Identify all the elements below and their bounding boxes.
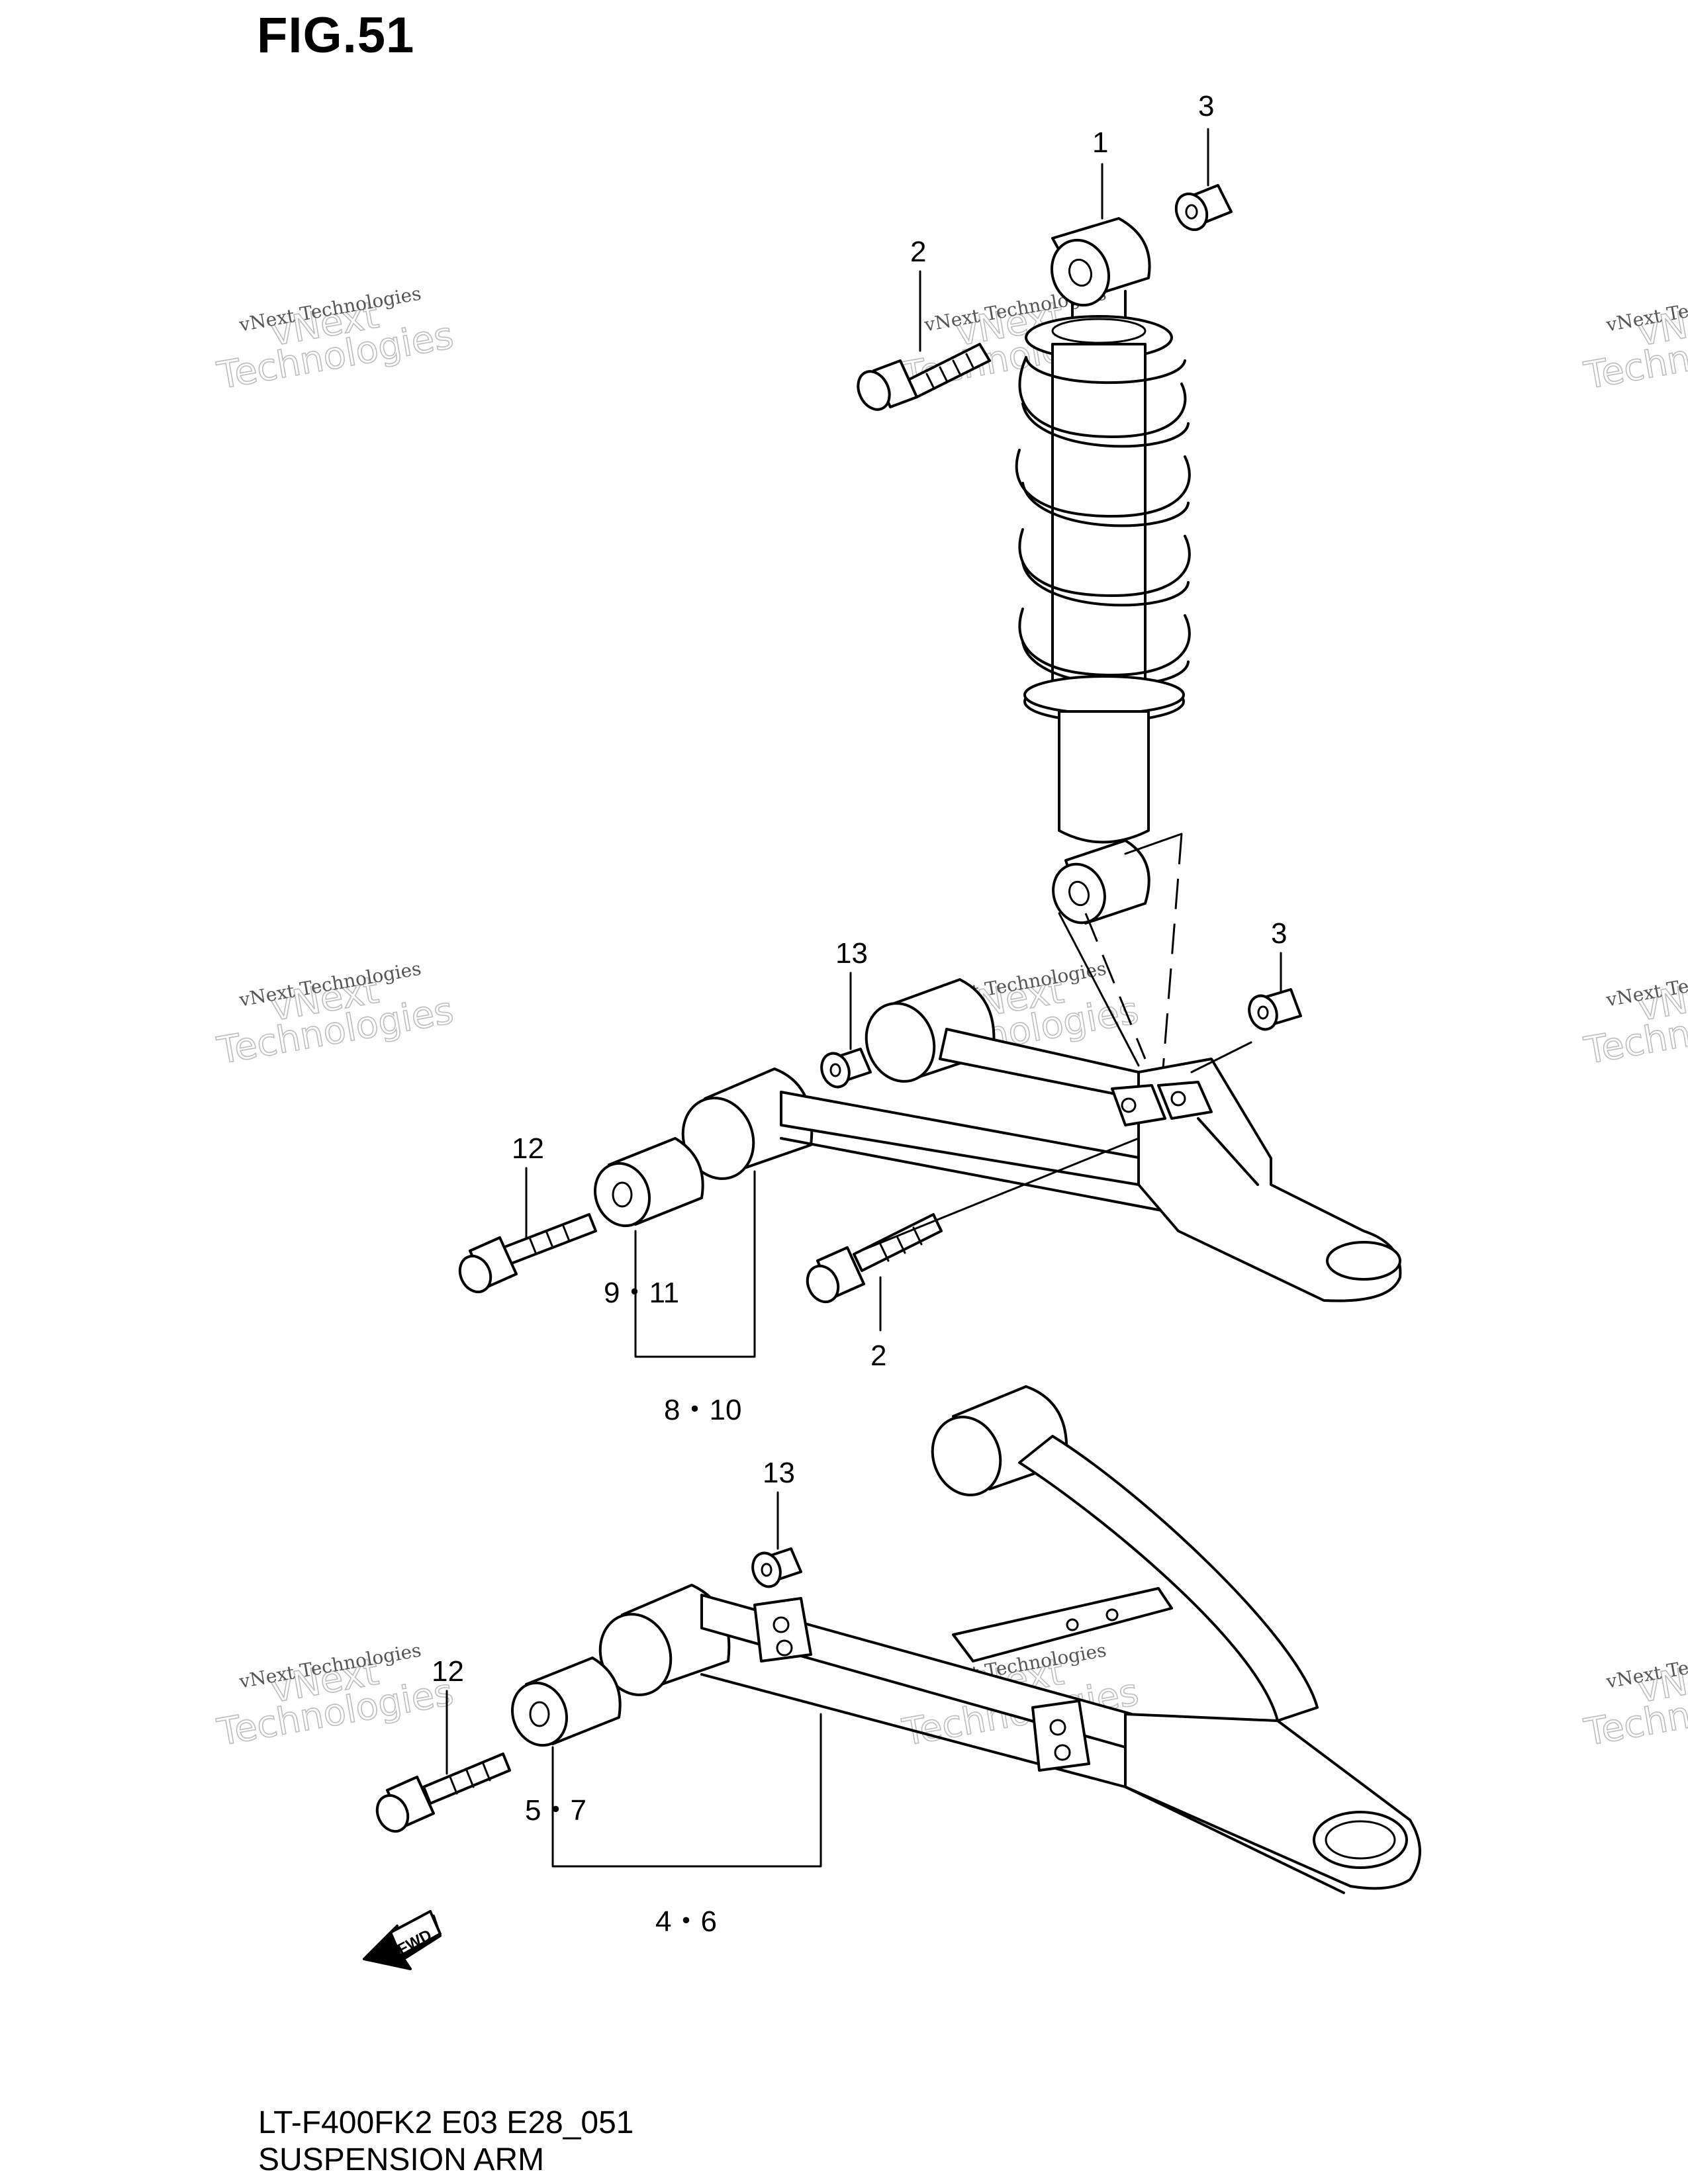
nut-upper <box>1174 184 1233 232</box>
callout-bushing-mid: 9・11 <box>604 1277 679 1309</box>
callout-arm-upper: 8・10 <box>664 1394 741 1426</box>
callout-nut-mid-left: 13 <box>835 937 868 970</box>
bushing-mid <box>593 1137 704 1228</box>
fwd-arrow-icon: FWD <box>363 1910 442 1970</box>
callout-labels: 1 2 3 3 13 12 9・11 2 8・10 13 12 5・7 4・6 <box>432 90 1287 1938</box>
leader-lines <box>445 128 1282 1868</box>
callout-shock: 1 <box>1092 126 1108 159</box>
nut-mid-left <box>820 1048 872 1089</box>
callout-nut-upper: 3 <box>1198 90 1214 122</box>
callout-bolt-mid-left: 12 <box>512 1132 544 1165</box>
nut-lower <box>751 1547 802 1588</box>
model-code: LT-F400FK2 E03 E28_051 <box>258 2105 634 2140</box>
bolt-lower <box>375 1752 511 1833</box>
upper-arm <box>681 978 1402 1302</box>
bolt-mid-lower <box>806 1213 943 1304</box>
figure-title: FIG.51 <box>257 7 415 64</box>
callout-bushing-lower: 5・7 <box>525 1794 586 1827</box>
bushing-lower <box>510 1657 622 1747</box>
callout-nut-mid-right: 3 <box>1271 917 1287 950</box>
coil-spring <box>1015 356 1191 686</box>
bolt-upper <box>857 343 991 411</box>
callout-bolt-upper: 2 <box>910 236 926 268</box>
diagram-caption: SUSPENSION ARM <box>258 2142 545 2177</box>
shock-absorber <box>1015 217 1191 925</box>
callout-arm-lower: 4・6 <box>655 1905 717 1938</box>
bolt-mid-left <box>458 1213 597 1294</box>
nut-mid-right <box>1248 988 1302 1031</box>
callout-nut-lower: 13 <box>763 1457 795 1489</box>
callout-bolt-mid-lower: 2 <box>870 1340 886 1372</box>
callout-bolt-lower: 12 <box>432 1655 464 1688</box>
lower-arm <box>598 1385 1421 1894</box>
